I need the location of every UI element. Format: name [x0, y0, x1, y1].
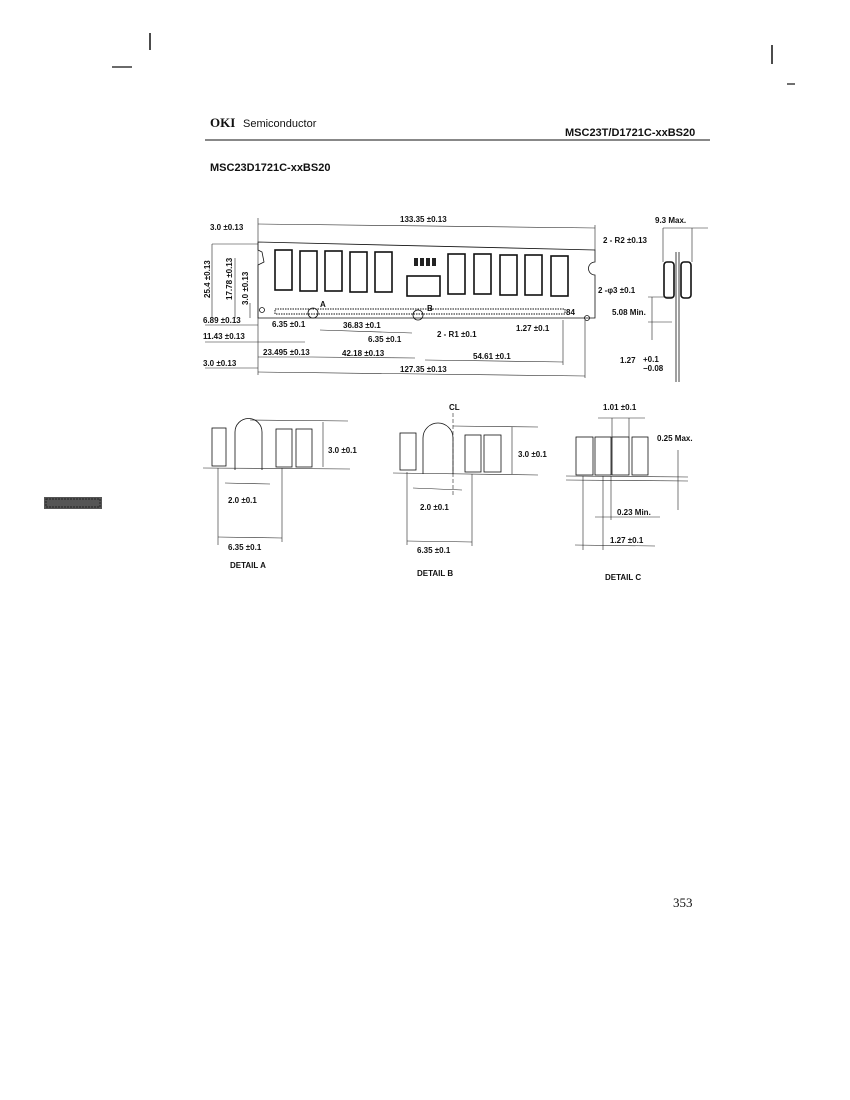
edge-contacts — [274, 308, 566, 315]
detail-c-pad-width: 1.01 ±0.1 — [603, 403, 637, 412]
detail-c-caption: DETAIL C — [605, 573, 641, 582]
dim-pitch: 1.27 ±0.1 — [516, 324, 550, 333]
detail-b-caption: DETAIL B — [417, 569, 453, 578]
detail-a-caption: DETAIL A — [230, 561, 266, 570]
dim-42-18: 42.18 ±0.13 — [342, 349, 385, 358]
detail-b-width: 2.0 ±0.1 — [420, 503, 449, 512]
dim-pcb-tol-plus: +0.1 — [643, 355, 659, 364]
dim-11-43: 11.43 ±0.13 — [203, 332, 245, 341]
dim-notch-radius: 2 - R2 ±0.13 — [603, 236, 648, 245]
detail-b: CL 3.0 ±0.1 2.0 ±0.1 6.35 ±0.1 DETAIL B — [392, 403, 547, 578]
dim-6-35-b: 6.35 ±0.1 — [368, 335, 402, 344]
dim-pcb-thickness: 1.27 — [620, 356, 636, 365]
dram-chips — [274, 249, 569, 297]
detail-b-height: 3.0 ±0.1 — [518, 450, 547, 459]
dim-23-495: 23.495 ±0.13 — [263, 348, 310, 357]
dim-left-offset: 3.0 ±0.13 — [210, 223, 244, 232]
detail-c: 1.01 ±0.1 0.25 Max. 0.23 Min. 1.27 ±0.1 … — [565, 403, 693, 582]
detail-a-width: 2.0 ±0.1 — [228, 496, 257, 505]
section-title: MSC23D1721C-xxBS20 — [210, 162, 330, 174]
main-dimension-labels: 133.35 ±0.13 3.0 ±0.13 9.3 Max. 2 - R2 ±… — [203, 215, 686, 374]
dim-contact-length: 5.08 Min. — [612, 308, 646, 317]
dim-height: 25.4 ±0.13 — [203, 260, 212, 298]
mark-b: B — [427, 304, 433, 313]
detail-c-pitch: 1.27 ±0.1 — [610, 536, 644, 545]
dim-127-35: 127.35 ±0.13 — [400, 365, 447, 374]
detail-c-max-gap: 0.25 Max. — [657, 434, 693, 443]
header-brand-suffix: Semiconductor — [243, 118, 317, 130]
page-number: 353 — [673, 895, 693, 910]
dim-hole-height: 17.78 ±0.13 — [225, 257, 234, 300]
dim-overall-length: 133.35 ±0.13 — [400, 215, 447, 224]
dim-thickness: 9.3 Max. — [655, 216, 686, 225]
dim-54-61: 54.61 ±0.1 — [473, 352, 511, 361]
oki-logo: OKI — [210, 115, 235, 130]
detail-a-height: 3.0 ±0.1 — [328, 446, 357, 455]
mark-a: A — [320, 300, 326, 309]
detail-c-min-gap: 0.23 Min. — [617, 508, 651, 517]
header-part-range: MSC23T/D1721C-xxBS20 — [565, 127, 695, 139]
dim-pcb-tol-minus: −0.08 — [643, 364, 664, 373]
dim-36-83: 36.83 ±0.1 — [343, 321, 381, 330]
detail-a: 3.0 ±0.1 2.0 ±0.1 6.35 ±0.1 DETAIL A — [202, 418, 357, 570]
pin-84-label: 84 — [566, 308, 575, 317]
dim-hole-diameter: 2 -φ3 ±0.1 — [598, 286, 636, 295]
module-outline-drawing — [205, 218, 708, 382]
dim-6-35-a: 6.35 ±0.1 — [272, 320, 306, 329]
dim-3-0-bottom: 3.0 ±0.13 — [203, 359, 237, 368]
detail-a-spacing: 6.35 ±0.1 — [228, 543, 262, 552]
buffer-chip — [406, 275, 441, 297]
detail-b-centerline: CL — [449, 403, 460, 412]
dim-key-radius: 2 - R1 ±0.1 — [437, 330, 477, 339]
scan-marks — [44, 33, 795, 509]
dim-hole-to-edge: 3.0 ±0.13 — [241, 271, 250, 305]
detail-b-spacing: 6.35 ±0.1 — [417, 546, 451, 555]
dim-6-89: 6.89 ±0.13 — [203, 316, 241, 325]
